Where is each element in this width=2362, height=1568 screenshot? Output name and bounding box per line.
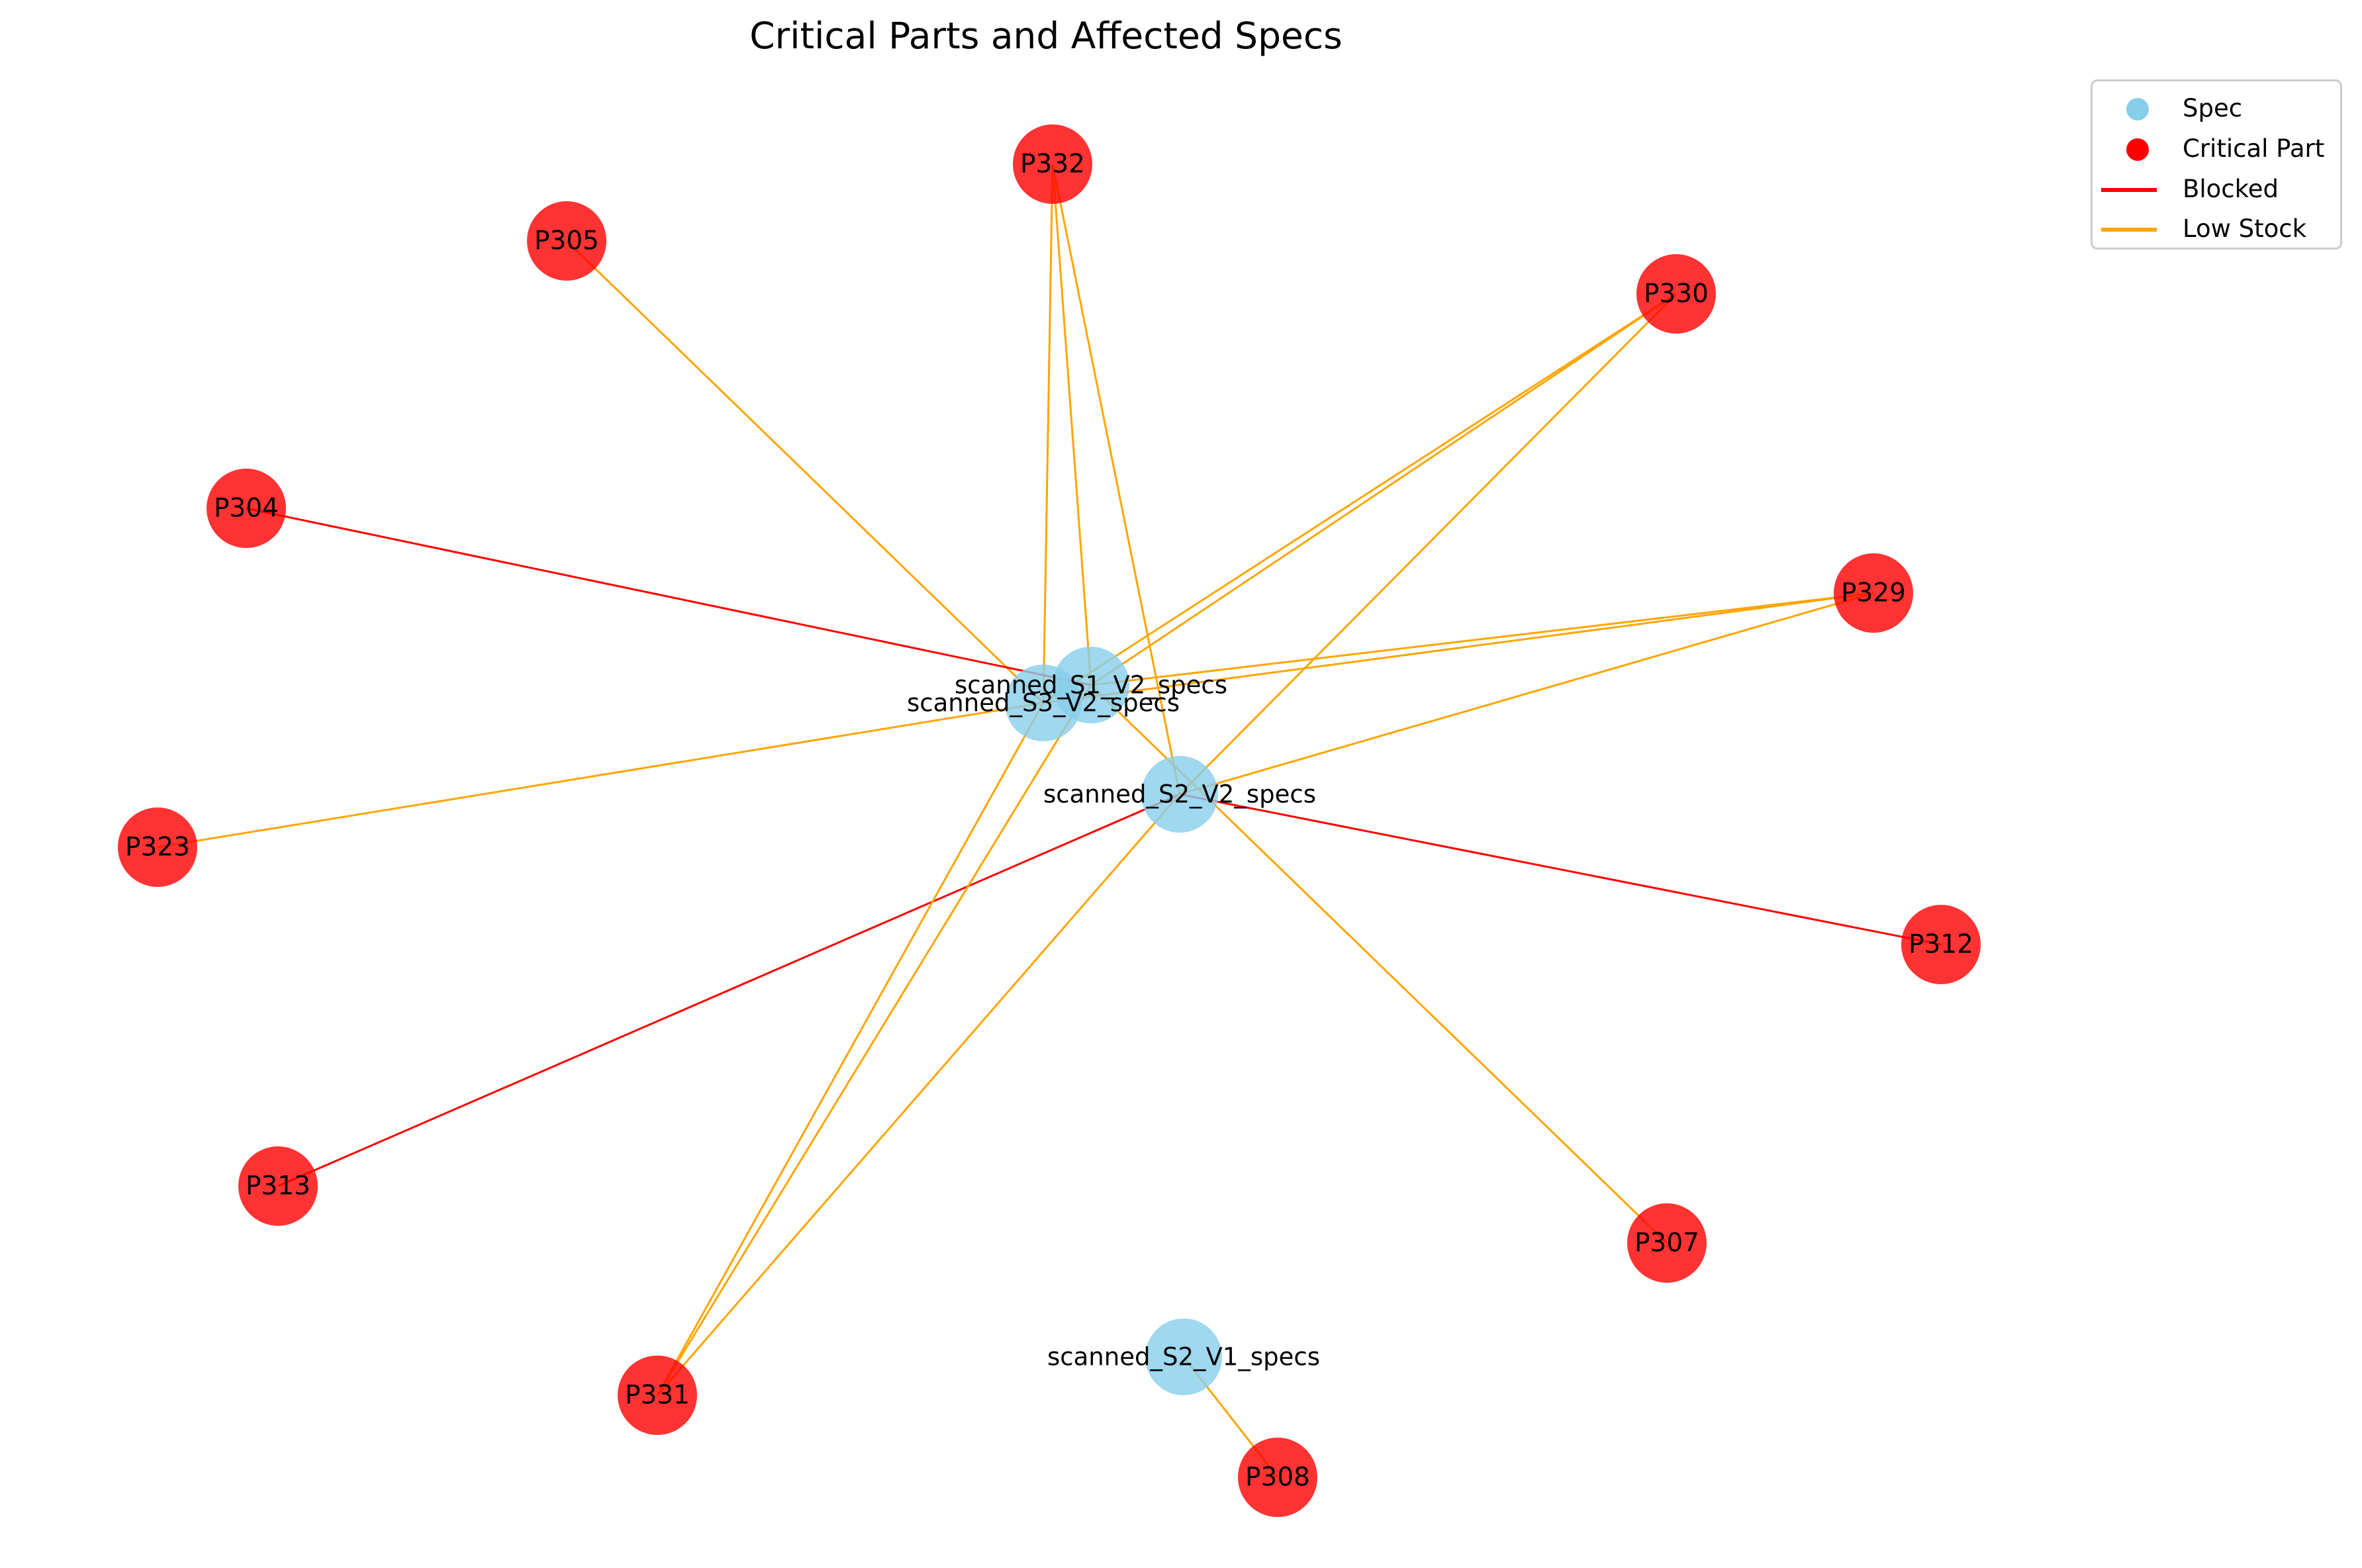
node-scanned-s2-v2-specs	[1141, 756, 1218, 833]
spec-dot-icon	[2126, 98, 2149, 120]
critical-part-dot-icon	[2126, 138, 2149, 161]
node-label-p323: P323	[125, 833, 190, 862]
legend-label-spec: Spec	[2183, 94, 2243, 122]
node-p305	[527, 201, 606, 281]
node-label-p308: P308	[1245, 1463, 1310, 1493]
node-p312	[1901, 905, 1981, 984]
node-p330	[1636, 254, 1716, 334]
labels-layer: scanned_S1_V2_specsscanned_S3_V2_specssc…	[125, 150, 1973, 1493]
edge-scanned-s2-v2-specs-p329	[1179, 592, 1874, 796]
node-label-p304: P304	[214, 494, 279, 524]
nodes-layer	[118, 124, 1981, 1517]
node-p329	[1834, 553, 1913, 633]
node-label-scanned-s1-v2-specs: scanned_S1_V2_specs	[955, 671, 1227, 700]
node-label-scanned-s3-v2-specs: scanned_S3_V2_specs	[907, 689, 1180, 717]
edge-scanned-s3-v2-specs-p331	[656, 702, 1045, 1396]
edge-scanned-s1-v2-specs-p304	[246, 507, 1092, 686]
node-label-p330: P330	[1644, 279, 1709, 309]
node-p331	[618, 1356, 697, 1435]
node-p313	[238, 1146, 318, 1226]
node-p332	[1013, 124, 1092, 204]
edge-scanned-s2-v2-specs-p330	[1178, 293, 1677, 796]
edges-layer	[157, 163, 1942, 1478]
node-p304	[207, 469, 286, 548]
node-p307	[1627, 1203, 1707, 1283]
edge-scanned-s2-v2-specs-p313	[277, 793, 1180, 1187]
legend: Spec Critical Part Blocked Low Stock	[2091, 79, 2342, 250]
node-label-p313: P313	[246, 1172, 310, 1201]
legend-item-spec: Spec	[2093, 89, 2340, 129]
node-label-scanned-s2-v2-specs: scanned_S2_V2_specs	[1043, 780, 1316, 809]
node-label-p305: P305	[534, 226, 599, 256]
edge-scanned-s1-v2-specs-p330	[1090, 293, 1677, 686]
node-label-p332: P332	[1020, 150, 1085, 179]
node-label-p307: P307	[1634, 1228, 1699, 1258]
node-scanned-s2-v1-specs	[1145, 1318, 1222, 1395]
edge-scanned-s1-v2-specs-p331	[656, 684, 1092, 1396]
legend-label-blocked: Blocked	[2183, 175, 2279, 203]
edge-scanned-s3-v2-specs-p330	[1043, 293, 1677, 704]
node-label-p312: P312	[1909, 930, 1973, 960]
edge-scanned-s1-v2-specs-p329	[1090, 592, 1874, 686]
node-p323	[118, 807, 197, 887]
edge-scanned-s3-v2-specs-p305	[565, 240, 1045, 704]
edge-scanned-s3-v2-specs-p332	[1042, 163, 1054, 704]
node-label-p331: P331	[625, 1381, 690, 1410]
edge-scanned-s2-v2-specs-p312	[1179, 793, 1942, 946]
edge-scanned-s1-v2-specs-p332	[1051, 163, 1092, 686]
legend-item-low-stock: Low Stock	[2093, 210, 2340, 250]
low-stock-line-icon	[2101, 228, 2157, 232]
edge-scanned-s3-v2-specs-p323	[157, 702, 1044, 849]
blocked-line-icon	[2101, 188, 2157, 192]
legend-label-low-stock: Low Stock	[2183, 214, 2307, 243]
edge-scanned-s2-v2-specs-p331	[656, 794, 1181, 1396]
diagram-title: Critical Parts and Affected Specs	[749, 15, 1343, 57]
legend-item-blocked: Blocked	[2093, 170, 2340, 210]
node-scanned-s3-v2-specs	[1005, 665, 1082, 741]
legend-item-critical-part: Critical Part	[2093, 130, 2340, 169]
edge-scanned-s2-v2-specs-p332	[1051, 163, 1181, 795]
node-label-p329: P329	[1841, 578, 1906, 608]
node-p308	[1238, 1438, 1317, 1517]
node-label-scanned-s2-v1-specs: scanned_S2_V1_specs	[1047, 1343, 1320, 1371]
legend-label-critical-part: Critical Part	[2183, 134, 2325, 163]
edge-scanned-s3-v2-specs-p329	[1043, 592, 1874, 704]
